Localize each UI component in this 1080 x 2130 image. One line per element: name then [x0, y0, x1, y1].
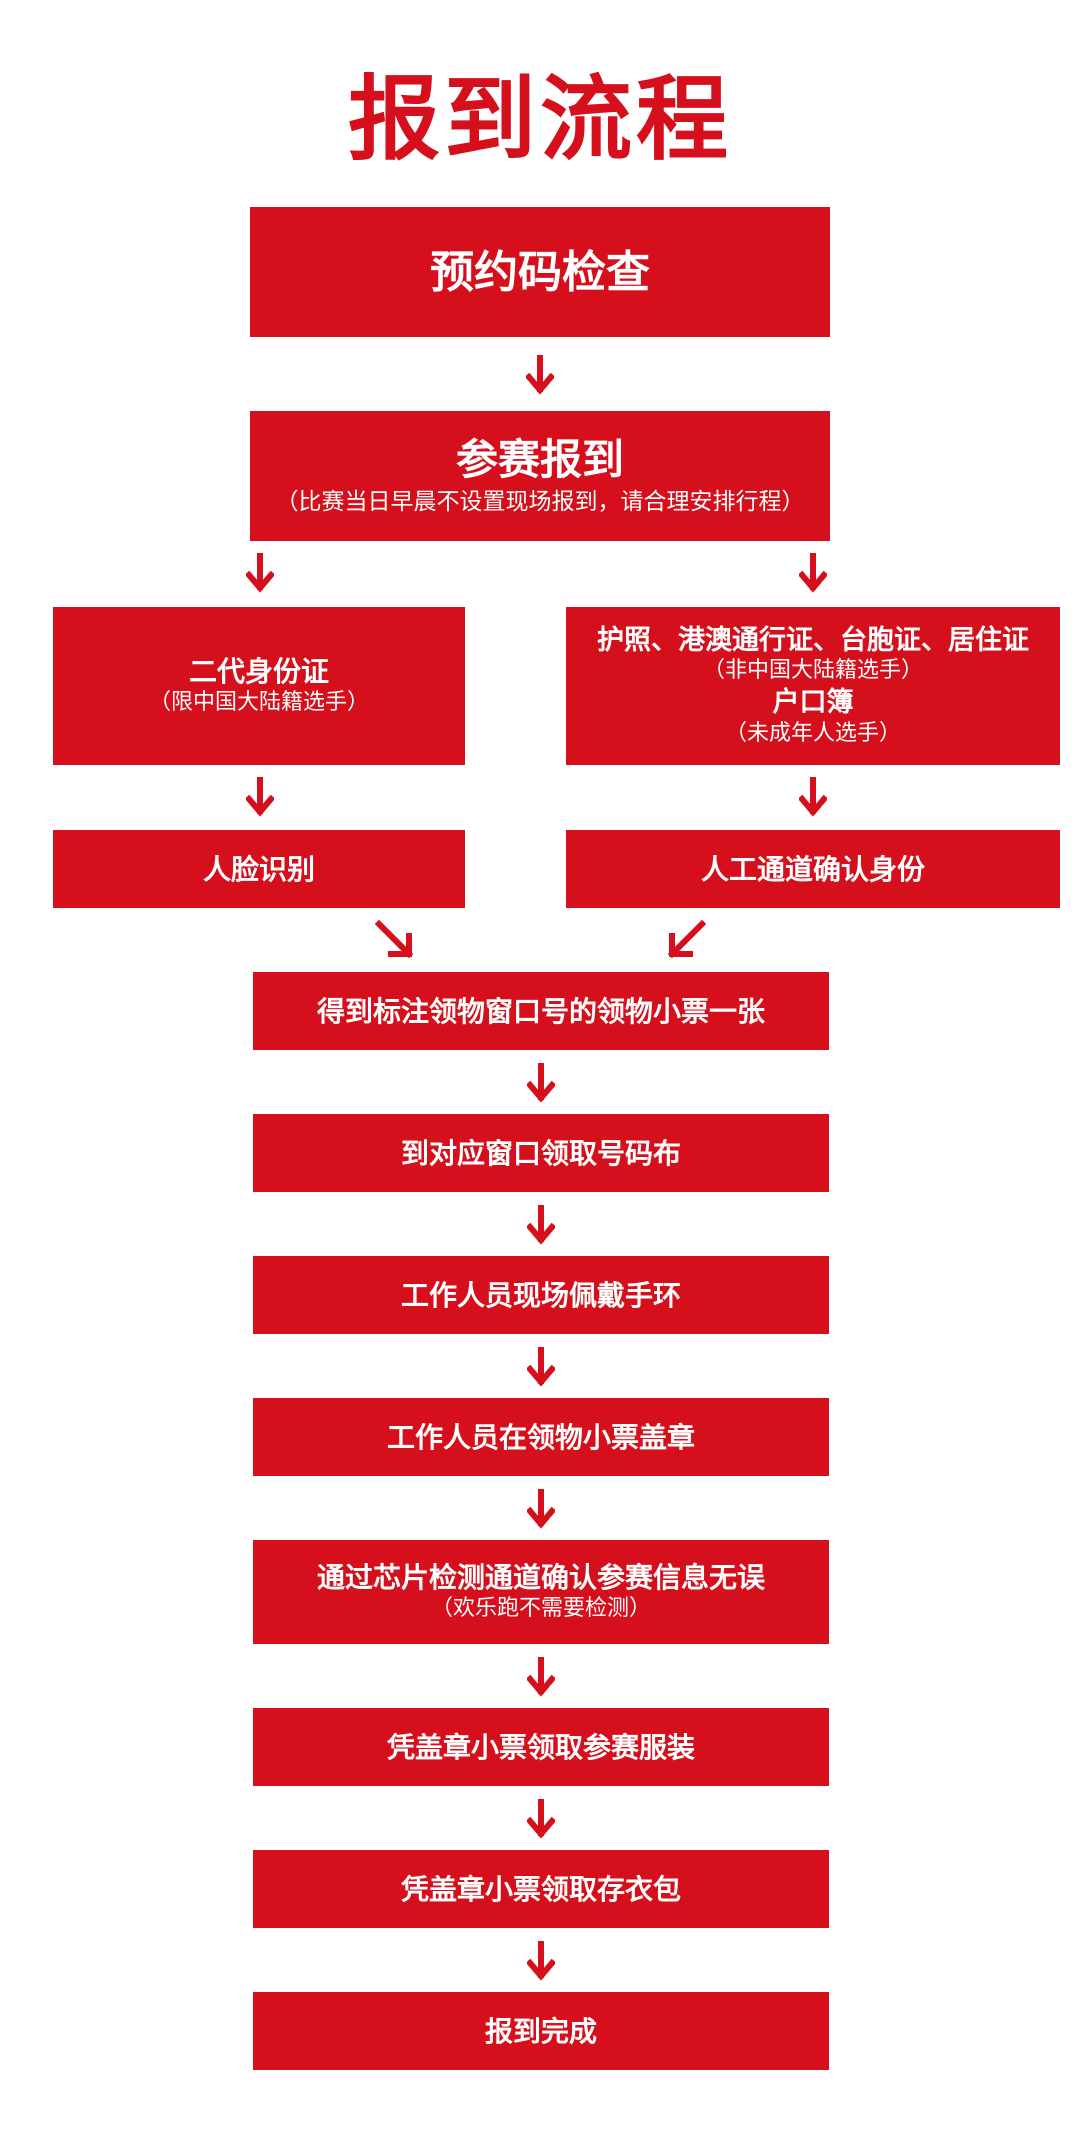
arrow-diagonal-right-icon	[375, 920, 415, 960]
step-collect-bib: 到对应窗口领取号码布	[253, 1114, 829, 1192]
step-reservation-check: 预约码检查	[250, 207, 830, 337]
arrow-down-icon	[246, 553, 274, 593]
step-note: （限中国大陆籍选手）	[148, 690, 369, 716]
step-get-ticket: 得到标注领物窗口号的领物小票一张	[253, 972, 829, 1050]
step-note-secondary: （未成年人选手）	[724, 720, 901, 746]
step-note: （比赛当日早晨不设置现场报到，请合理安排行程）	[275, 489, 805, 516]
step-bag: 凭盖章小票领取存衣包	[253, 1850, 829, 1928]
step-label: 得到标注领物窗口号的领物小票一张	[316, 994, 765, 1028]
page-title: 报到流程	[347, 66, 732, 173]
step-stamp: 工作人员在领物小票盖章	[253, 1398, 829, 1476]
arrow-down-icon	[527, 1657, 555, 1697]
arrow-down-icon	[527, 1799, 555, 1839]
step-note: （非中国大陆籍选手）	[702, 658, 923, 684]
step-face-recognition: 人脸识别	[53, 830, 465, 908]
step-label: 预约码检查	[430, 246, 650, 298]
step-label: 通过芯片检测通道确认参赛信息无误	[316, 1561, 765, 1595]
arrow-down-icon	[246, 777, 274, 817]
step-label: 凭盖章小票领取存衣包	[400, 1872, 681, 1906]
step-id-card: 二代身份证 （限中国大陆籍选手）	[53, 607, 465, 765]
arrow-down-icon	[527, 1347, 555, 1387]
step-label: 工作人员在领物小票盖章	[386, 1420, 695, 1454]
arrow-diagonal-left-icon	[666, 920, 706, 960]
step-label: 报到完成	[484, 2014, 597, 2048]
step-label-secondary: 户口簿	[772, 687, 854, 718]
step-label: 人工通道确认身份	[700, 852, 925, 886]
step-wristband: 工作人员现场佩戴手环	[253, 1256, 829, 1334]
step-label: 工作人员现场佩戴手环	[400, 1278, 681, 1312]
step-complete: 报到完成	[253, 1992, 829, 2070]
step-clothing: 凭盖章小票领取参赛服装	[253, 1708, 829, 1786]
step-chip-check: 通过芯片检测通道确认参赛信息无误 （欢乐跑不需要检测）	[253, 1540, 829, 1644]
arrow-down-icon	[527, 1941, 555, 1981]
step-other-documents: 护照、港澳通行证、台胞证、居住证 （非中国大陆籍选手） 户口簿 （未成年人选手）	[566, 607, 1060, 765]
step-manual-channel: 人工通道确认身份	[566, 830, 1060, 908]
arrow-down-icon	[799, 777, 827, 817]
step-label: 凭盖章小票领取参赛服装	[386, 1730, 695, 1764]
step-note: （欢乐跑不需要检测）	[430, 1596, 651, 1622]
step-label: 护照、港澳通行证、台胞证、居住证	[597, 624, 1029, 656]
arrow-down-icon	[527, 1063, 555, 1103]
step-label: 参赛报到	[455, 434, 624, 484]
step-label: 到对应窗口领取号码布	[400, 1136, 681, 1170]
step-checkin: 参赛报到 （比赛当日早晨不设置现场报到，请合理安排行程）	[250, 411, 830, 541]
arrow-down-icon	[526, 355, 554, 395]
arrow-down-icon	[799, 553, 827, 593]
step-label: 人脸识别	[202, 852, 315, 886]
arrow-down-icon	[527, 1205, 555, 1245]
step-label: 二代身份证	[188, 655, 329, 689]
arrow-down-icon	[527, 1489, 555, 1529]
